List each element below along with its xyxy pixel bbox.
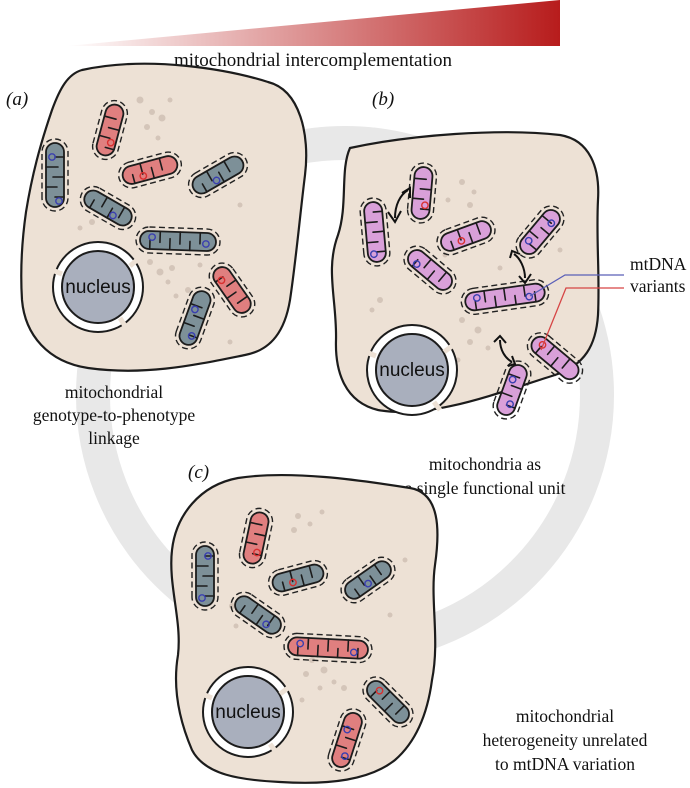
mito-c3 (267, 559, 329, 597)
mtdna-variants-callout (529, 274, 624, 351)
nucleus-a (51, 241, 144, 333)
mito-b3 (436, 216, 496, 256)
nucleus-label-b: nucleus (379, 360, 445, 381)
mito-a2 (41, 138, 69, 212)
caption-b-line2: a single functional unit (405, 478, 566, 498)
specks-c (229, 509, 408, 703)
mito-b6 (460, 278, 550, 316)
mito-b1 (406, 162, 438, 224)
mito-c4 (340, 556, 396, 604)
nucleus-c (201, 666, 294, 758)
mito-b7 (526, 332, 584, 384)
nucleus-label-a: nucleus (65, 277, 131, 298)
panel-label-a: (a) (6, 89, 28, 110)
mito-a5 (79, 185, 137, 231)
mito-c2 (191, 541, 219, 611)
mito-a3 (117, 151, 183, 189)
mito-c6 (283, 632, 373, 664)
gradient-title: mitochondrial intercomplementation (174, 50, 453, 71)
panel-c: nucleus (170, 473, 439, 784)
mito-a4 (187, 151, 249, 199)
mito-a7 (208, 262, 256, 318)
mito-b5 (403, 245, 457, 295)
caption-a-line2: genotype-to-phenotype (33, 405, 196, 425)
specks-b (369, 179, 563, 363)
caption-a-line1: mitochondrial (65, 382, 163, 402)
mito-c8 (327, 708, 367, 772)
panel-label-c: (c) (188, 462, 209, 483)
panel-a: nucleus (20, 62, 308, 372)
exchange-arrows (387, 186, 532, 367)
mito-a6 (135, 226, 221, 256)
mtdna-label: mtDNA (630, 254, 687, 274)
mito-b4 (515, 205, 565, 259)
caption-c-line3: to mtDNA variation (495, 754, 635, 774)
mito-b8 (492, 360, 532, 420)
nucleus-b (365, 324, 458, 416)
caption-c-line2: heterogeneity unrelated (483, 730, 648, 750)
mito-b2 (359, 197, 391, 267)
variants-label: variants (630, 276, 686, 296)
mito-a1 (91, 99, 129, 161)
specks-a (77, 96, 243, 345)
panel-b: nucleus (330, 131, 600, 420)
intercomplementation-gradient (66, 0, 560, 46)
mito-c5 (230, 591, 286, 639)
caption-a-line3: linkage (88, 428, 140, 448)
caption-b-line1: mitochondria as (429, 454, 541, 474)
cell-a (20, 62, 308, 372)
mito-c1 (238, 507, 274, 569)
panel-label-b: (b) (372, 89, 394, 110)
caption-c-line1: mitochondrial (516, 706, 614, 726)
nucleus-label-c: nucleus (215, 702, 281, 723)
mito-c7 (362, 676, 414, 728)
